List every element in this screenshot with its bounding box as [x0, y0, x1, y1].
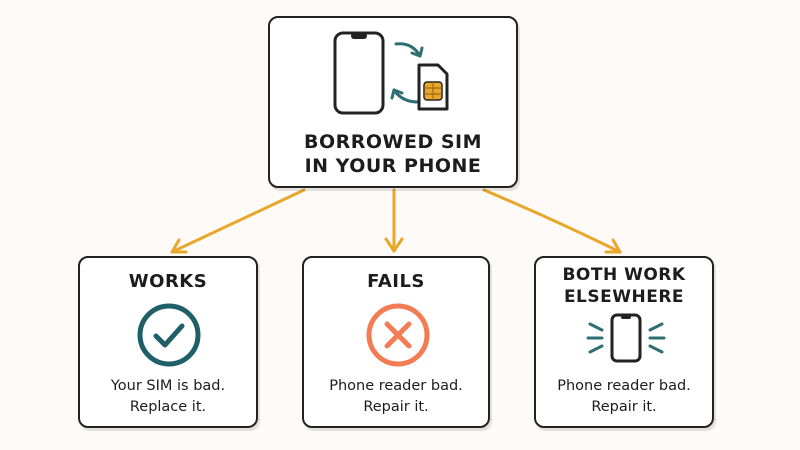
- arrowhead-works: [170, 238, 188, 254]
- top-title-line2: IN YOUR PHONE: [304, 155, 482, 177]
- outcome-title: WORKS: [128, 271, 208, 292]
- arrow-to-works: [170, 188, 306, 254]
- sim-card-icon: [417, 63, 449, 111]
- outcome-desc-line2: Repair it.: [363, 399, 429, 415]
- top-title: BORROWED SIM IN YOUR PHONE: [270, 130, 516, 178]
- outcome-description: Your SIM is bad. Replace it.: [80, 376, 256, 418]
- arrow-to-both: [482, 188, 622, 254]
- swap-arrows-icon: [390, 42, 424, 104]
- outcome-desc-line1: Phone reader bad.: [557, 378, 691, 394]
- outcome-title: BOTH WORK ELSEWHERE: [536, 264, 712, 308]
- borrowed-sim-box: BORROWED SIM IN YOUR PHONE: [268, 16, 518, 188]
- arrowhead-fails: [384, 237, 404, 253]
- outcome-works-box: WORKS Your SIM is bad. Replace it.: [78, 256, 258, 428]
- outcome-title: FAILS: [367, 271, 425, 292]
- phone-icon: [333, 31, 385, 115]
- outcome-desc-line2: Replace it.: [129, 399, 207, 415]
- outcome-desc-line1: Phone reader bad.: [329, 378, 463, 394]
- phone-vibrating-icon: [586, 313, 666, 363]
- outcome-desc-line1: Your SIM is bad.: [110, 378, 226, 394]
- x-circle-icon: [366, 303, 430, 367]
- outcome-description: Phone reader bad. Repair it.: [536, 376, 712, 418]
- arrowhead-both: [604, 238, 622, 254]
- top-title-line1: BORROWED SIM: [303, 131, 483, 153]
- outcome-fails-box: FAILS Phone reader bad. Repair it.: [302, 256, 490, 428]
- check-circle-icon: [137, 303, 201, 367]
- outcome-title-line2: ELSEWHERE: [563, 287, 685, 307]
- outcome-desc-line2: Repair it.: [591, 399, 657, 415]
- outcome-title-line1: BOTH WORK: [562, 265, 686, 285]
- outcome-both-work-box: BOTH WORK ELSEWHERE Phone reader bad. Re…: [534, 256, 714, 428]
- outcome-description: Phone reader bad. Repair it.: [304, 376, 488, 418]
